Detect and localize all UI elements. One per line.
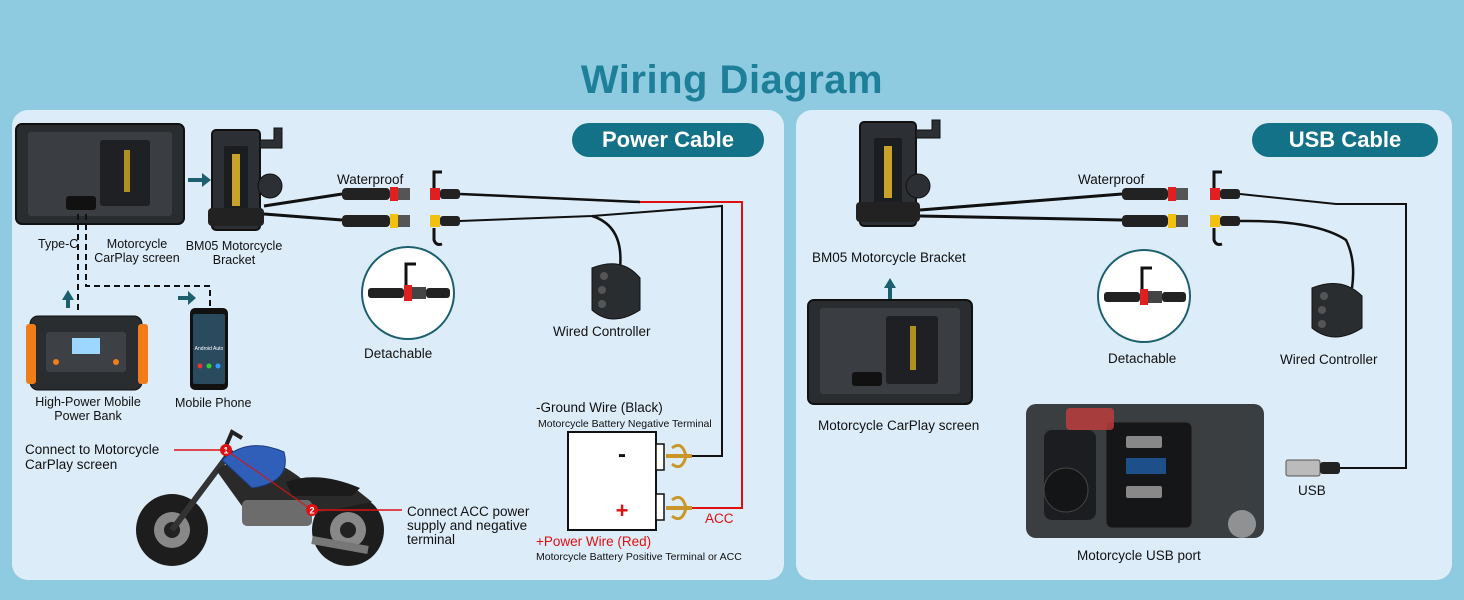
connect-acc-label-line3: terminal: [407, 532, 456, 547]
usb-cable-badge: USB Cable: [1252, 123, 1438, 157]
acc-label: ACC: [705, 511, 734, 526]
carplay-screen-icon: [807, 299, 973, 405]
connect-acc-label-line1: Connect ACC power: [407, 504, 530, 519]
power-bank-icon: [26, 315, 148, 391]
arrow-up-icon: [62, 290, 74, 308]
phone-screen-text: Android Auto: [195, 346, 224, 352]
negative-terminal-icon: [666, 443, 692, 469]
screen-label-line1: Motorcycle: [106, 237, 168, 251]
usb-label: USB: [1298, 483, 1326, 498]
screen-label-line2: CarPlay screen: [94, 251, 180, 265]
screen-label: Motorcycle CarPlay screen: [818, 418, 980, 433]
positive-terminal-label: Motorcycle Battery Positive Terminal or …: [536, 551, 742, 563]
type-c-label: Type-C: [38, 237, 79, 251]
battery-minus-sign: -: [618, 441, 626, 468]
waterproof-connector-top-icon: [1122, 170, 1240, 201]
positive-terminal-icon: [666, 495, 692, 521]
waterproof-label: Waterproof: [1078, 172, 1145, 187]
wired-controller-label: Wired Controller: [1280, 352, 1378, 367]
mobile-phone-label: Mobile Phone: [175, 396, 252, 410]
usb-cable-diagram: [807, 119, 1407, 538]
power-wire-label: +Power Wire (Red): [536, 534, 652, 549]
detachable-label: Detachable: [364, 346, 433, 361]
ground-wire-label: -Ground Wire (Black): [536, 400, 663, 415]
usb-plug-icon: [1285, 459, 1340, 477]
wired-controller-icon: [1311, 283, 1363, 338]
usb-port-photo: [1026, 404, 1264, 538]
connect-acc-label-line2: supply and negative: [407, 518, 528, 533]
bracket-label-line2: Bracket: [212, 253, 256, 267]
power-bank-label-line1: High-Power Mobile: [35, 395, 141, 409]
bracket-label: BM05 Motorcycle Bracket: [812, 250, 966, 265]
bracket-label-line1: BM05 Motorcycle: [185, 239, 283, 253]
black-ground-wire: [459, 204, 723, 457]
wired-controller-icon: [591, 263, 641, 320]
battery-plus-sign: +: [616, 498, 629, 523]
wired-controller-label: Wired Controller: [553, 324, 651, 339]
power-cable-badge: Power Cable: [572, 123, 764, 157]
detachable-label: Detachable: [1108, 351, 1177, 366]
bracket-icon: [208, 127, 283, 231]
arrow-right-icon: [188, 173, 211, 187]
negative-terminal-label: Motorcycle Battery Negative Terminal: [538, 418, 712, 430]
carplay-screen-icon: [15, 123, 185, 225]
connect-screen-label-line1: Connect to Motorcycle: [25, 442, 160, 457]
detachable-connector-icon: [361, 246, 455, 340]
usb-port-label: Motorcycle USB port: [1077, 548, 1201, 563]
power-cable-panel: Power Cable: [12, 110, 784, 580]
detachable-connector-icon: [1097, 249, 1191, 343]
battery-icon: [567, 431, 665, 531]
marker-2-label: 2: [309, 506, 314, 516]
waterproof-label: Waterproof: [337, 172, 404, 187]
connect-screen-label-line2: CarPlay screen: [25, 457, 118, 472]
arrow-up-icon: [884, 278, 896, 300]
usb-cable-panel: USB Cable: [796, 110, 1452, 580]
page-title: Wiring Diagram: [580, 58, 884, 102]
usb-wire: [1239, 193, 1407, 469]
waterproof-connector-top-icon: [342, 170, 460, 201]
bracket-icon: [856, 119, 941, 227]
arrow-right-icon-2: [178, 291, 196, 305]
power-cable-diagram: Android Auto 1 2: [15, 123, 743, 566]
motorcycle-icon: [136, 429, 384, 566]
waterproof-connector-bottom-icon: [342, 214, 460, 246]
waterproof-connector-bottom-icon: [1122, 214, 1240, 246]
mobile-phone-icon: [190, 308, 228, 390]
power-bank-label-line2: Power Bank: [54, 409, 122, 423]
marker-2-dot: [306, 504, 318, 516]
